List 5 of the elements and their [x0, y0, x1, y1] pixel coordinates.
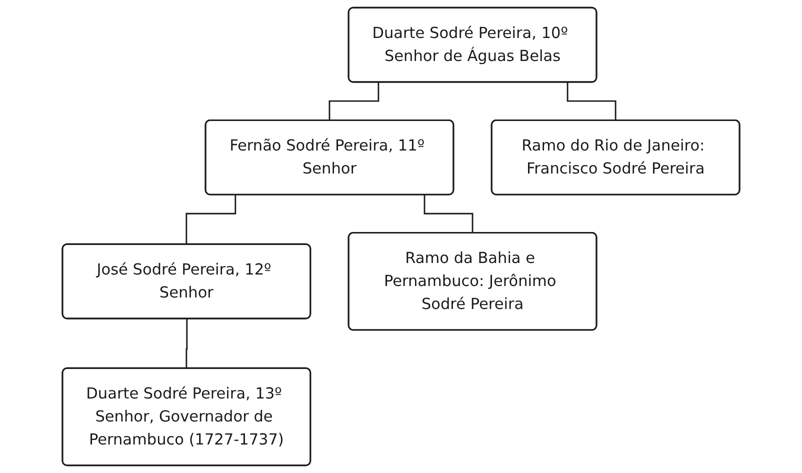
connector — [328, 82, 380, 122]
connector — [186, 319, 188, 370]
connector — [424, 195, 474, 234]
connector — [566, 82, 617, 122]
connector — [186, 195, 236, 246]
